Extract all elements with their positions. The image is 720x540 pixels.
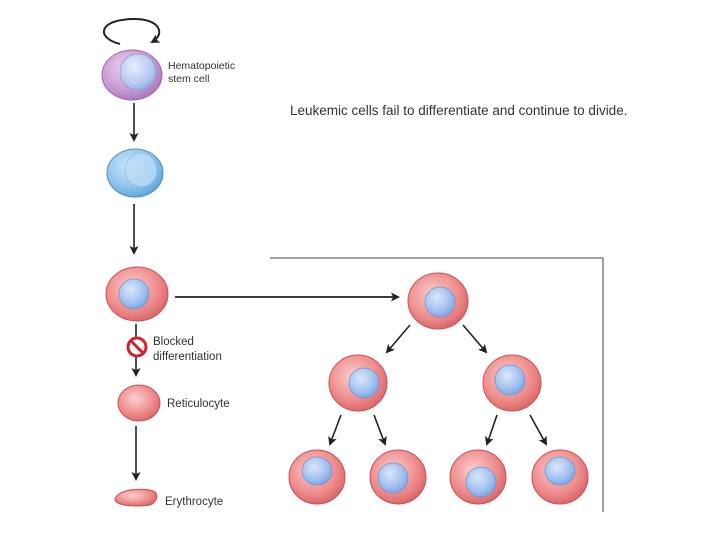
reticulocyte-label: Reticulocyte bbox=[167, 398, 230, 410]
blocked-label-line1: Blocked bbox=[153, 336, 194, 348]
division-arrow bbox=[373, 414, 387, 446]
division-arrow bbox=[529, 414, 547, 446]
self-renewal-arrow bbox=[102, 17, 161, 45]
erythrocyte-label: Erythrocyte bbox=[165, 496, 223, 508]
leukemic-cell bbox=[369, 449, 427, 505]
diagram-title: Leukemic cells fail to differentiate and… bbox=[290, 103, 627, 118]
division-arrow bbox=[328, 414, 342, 446]
progenitor-cell bbox=[106, 148, 164, 198]
division-arrow bbox=[462, 324, 488, 354]
leukemic-cell bbox=[449, 449, 507, 505]
stem-cell bbox=[101, 49, 163, 101]
blocked-label-line2: differentiation bbox=[153, 351, 222, 363]
reticulocyte-cell bbox=[117, 384, 161, 422]
division-arrow bbox=[385, 324, 411, 354]
division-arrow bbox=[485, 414, 498, 446]
leukemic-cell bbox=[407, 272, 469, 330]
leukemic-cell bbox=[328, 354, 388, 412]
precursor-cell bbox=[105, 266, 169, 322]
leukemic-cell bbox=[288, 449, 346, 505]
erythrocyte-cell bbox=[114, 488, 158, 507]
leukemic-cell bbox=[482, 354, 542, 412]
leukemic-cell bbox=[531, 449, 589, 505]
stem-cell-label-line2: stem cell bbox=[168, 73, 209, 85]
stem-cell-label-line1: Hematopoietic bbox=[168, 60, 235, 72]
no-entry-icon bbox=[126, 336, 148, 358]
